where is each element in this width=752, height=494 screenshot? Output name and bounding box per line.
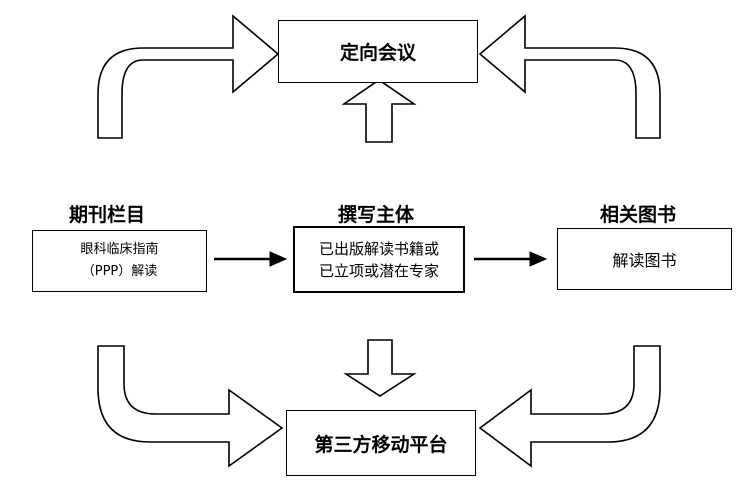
author-line-1: 已出版解读书籍或: [318, 239, 439, 258]
heading-author-column: 撰写主体: [338, 204, 415, 226]
journal-line-2: （PPP）解读: [81, 264, 158, 279]
book-label: 解读图书: [612, 251, 677, 270]
journal-box: 眼科临床指南 （PPP）解读: [32, 230, 207, 292]
curved-arrow-top-right: [478, 14, 661, 139]
arrowhead-author-to-book: [529, 251, 548, 267]
top-box-directed-meeting: 定向会议: [278, 20, 478, 83]
hollow-arrow-up: [341, 79, 417, 143]
bottom-box-label: 第三方移动平台: [314, 433, 448, 456]
heading-book-column: 相关图书: [600, 204, 677, 226]
curved-arrow-bottom-left: [97, 345, 284, 468]
book-box: 解读图书: [557, 228, 732, 290]
arrowhead-journal-to-author: [269, 251, 288, 267]
hollow-arrow-down: [343, 339, 417, 397]
top-box-label: 定向会议: [339, 42, 416, 64]
author-box: 已出版解读书籍或 已立项或潜在专家: [293, 226, 465, 293]
heading-journal-column: 期刊栏目: [69, 204, 146, 226]
author-line-2: 已立项或潜在专家: [318, 261, 439, 280]
bottom-box-mobile-platform: 第三方移动平台: [286, 410, 476, 476]
journal-line-1: 眼科临床指南: [80, 242, 159, 257]
curved-arrow-bottom-right: [478, 345, 661, 468]
curved-arrow-top-left: [97, 14, 280, 139]
